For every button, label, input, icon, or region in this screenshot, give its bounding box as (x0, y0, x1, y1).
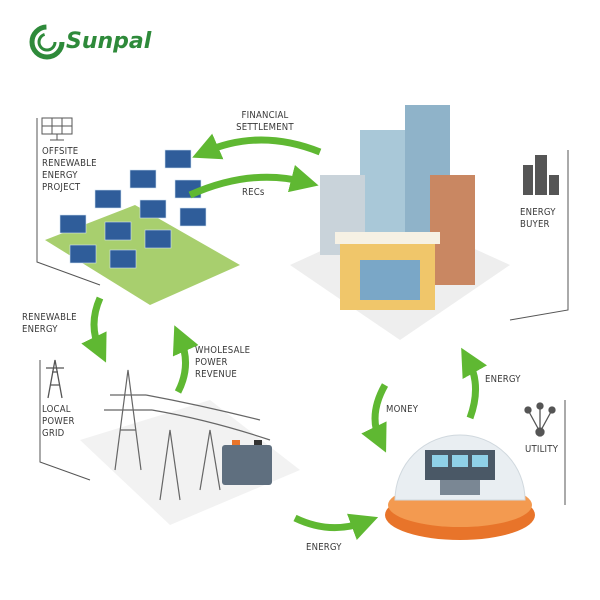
label-line: RENEWABLE (42, 158, 97, 169)
renewable-energy-arrow (81, 296, 107, 363)
local-grid-label: LOCAL POWER GRID (42, 404, 75, 440)
offsite-project-label: OFFSITE RENEWABLE ENERGY PROJECT (42, 146, 97, 194)
energy-buyer-label: ENERGY BUYER (520, 207, 556, 231)
utility-label: UTILITY (525, 444, 559, 455)
label-line: ENERGY (520, 207, 556, 218)
battery-illustration (222, 440, 272, 485)
label-line: POWER (195, 357, 228, 368)
wholesale-revenue-arrow (172, 325, 199, 394)
energy-utility-label: ENERGY (485, 374, 521, 385)
label-line: RENEWABLE (22, 312, 77, 323)
label-line: ENERGY (22, 324, 58, 335)
energy-bottom-label: ENERGY (306, 542, 342, 553)
buyer-bracket-line (509, 150, 569, 321)
power-tower-icon (46, 359, 64, 399)
label-line: REVENUE (195, 369, 238, 380)
recs-label: RECs (242, 187, 265, 198)
energy-up-arrow (461, 347, 488, 420)
building-icon (523, 155, 559, 195)
label-line: BUYER (520, 219, 550, 230)
energy-bottom-arrow (293, 513, 379, 540)
sunpal-logo-icon (29, 24, 65, 60)
renewable-energy-label: RENEWABLE ENERGY (22, 312, 77, 336)
money-label: MONEY (386, 404, 419, 415)
label-line: LOCAL (42, 404, 71, 415)
solar-panel-icon (41, 117, 73, 141)
solar-farm-illustration (45, 149, 240, 305)
financial-settlement-label: FINANCIAL SETTLEMENT (225, 110, 305, 134)
label-line: WHOLESALE (195, 345, 251, 356)
city-buildings-illustration (290, 105, 510, 340)
label-line: FINANCIAL (241, 110, 289, 121)
label-line: SETTLEMENT (236, 122, 294, 133)
label-line: GRID (42, 428, 65, 439)
wholesale-revenue-label: WHOLESALE POWER REVENUE (195, 345, 250, 381)
utility-control-room-illustration (385, 434, 535, 540)
label-line: ENERGY (42, 170, 78, 181)
recs-arrow (188, 164, 319, 199)
brand-name: Sunpal (66, 29, 152, 54)
financial-settlement-arrow (192, 133, 322, 160)
power-grid-illustration (80, 369, 300, 525)
money-arrow (361, 383, 389, 453)
label-line: PROJECT (42, 182, 81, 193)
label-line: OFFSITE (42, 146, 79, 157)
grid-bracket-line (39, 360, 91, 481)
offsite-bracket-line (36, 118, 101, 286)
network-icon (524, 402, 556, 437)
label-line: POWER (42, 416, 75, 427)
